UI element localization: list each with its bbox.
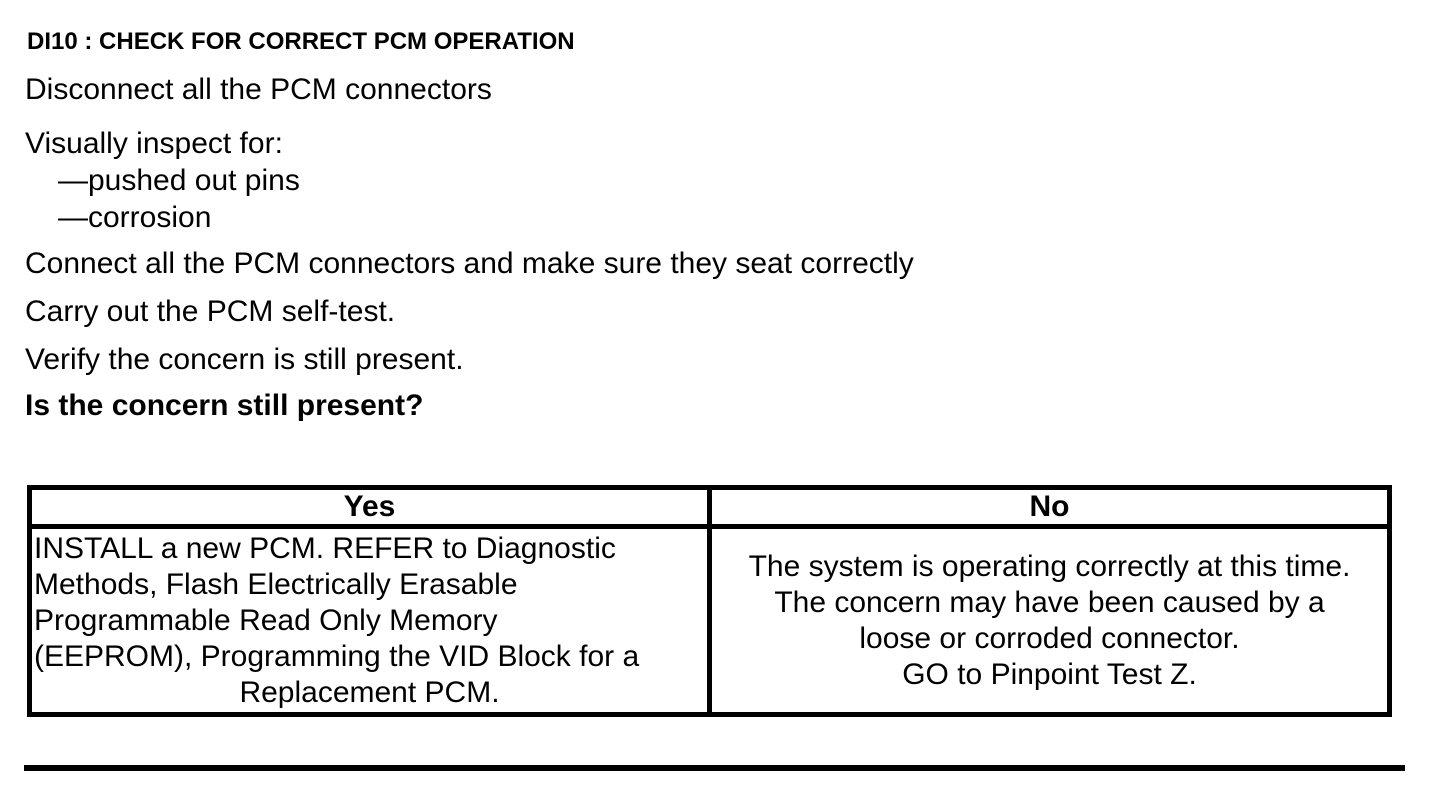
step-verify-concern: Verify the concern is still present. (25, 343, 464, 376)
yes-result-cell: INSTALL a new PCM. REFER to Diagnostic M… (27, 524, 712, 717)
step-visually-inspect: Visually inspect for: (25, 127, 283, 160)
yes-result-line: Programmable Read Only Memory (34, 603, 498, 637)
inspect-item-pushed-out-pins: —pushed out pins (58, 164, 300, 197)
yes-result-line: INSTALL a new PCM. REFER to Diagnostic (34, 531, 616, 565)
bottom-divider-rule (24, 765, 1405, 771)
step-connect-connectors: Connect all the PCM connectors and make … (25, 247, 914, 280)
no-result-line: GO to Pinpoint Test Z. (902, 657, 1197, 691)
decision-table: Yes No INSTALL a new PCM. REFER to Diagn… (27, 485, 1392, 717)
no-result-line: loose or corroded connector. (859, 621, 1240, 655)
decision-question: Is the concern still present? (25, 389, 424, 422)
no-column-header: No (707, 485, 1392, 529)
no-result-cell: The system is operating correctly at thi… (707, 524, 1392, 717)
yes-result-line: (EEPROM), Programming the VID Block for … (34, 639, 640, 673)
step-pcm-self-test: Carry out the PCM self-test. (25, 295, 396, 328)
result-row: INSTALL a new PCM. REFER to Diagnostic M… (27, 524, 1392, 717)
yes-result-line: Replacement PCM. (239, 675, 500, 709)
no-result-line: The system is operating correctly at thi… (748, 549, 1351, 583)
inspect-item-corrosion: —corrosion (58, 201, 212, 234)
yes-column-header: Yes (27, 485, 712, 529)
test-step-title: DI10 : CHECK FOR CORRECT PCM OPERATION (27, 28, 575, 55)
document-content: DI10 : CHECK FOR CORRECT PCM OPERATION D… (25, 28, 1392, 717)
decision-table-header: Yes No (27, 485, 1392, 529)
header-row: Yes No (27, 485, 1392, 529)
step-disconnect-connectors: Disconnect all the PCM connectors (25, 73, 492, 106)
decision-table-body: INSTALL a new PCM. REFER to Diagnostic M… (27, 524, 1392, 717)
no-result-line: The concern may have been caused by a (774, 585, 1325, 619)
yes-result-line: Methods, Flash Electrically Erasable (34, 567, 518, 601)
